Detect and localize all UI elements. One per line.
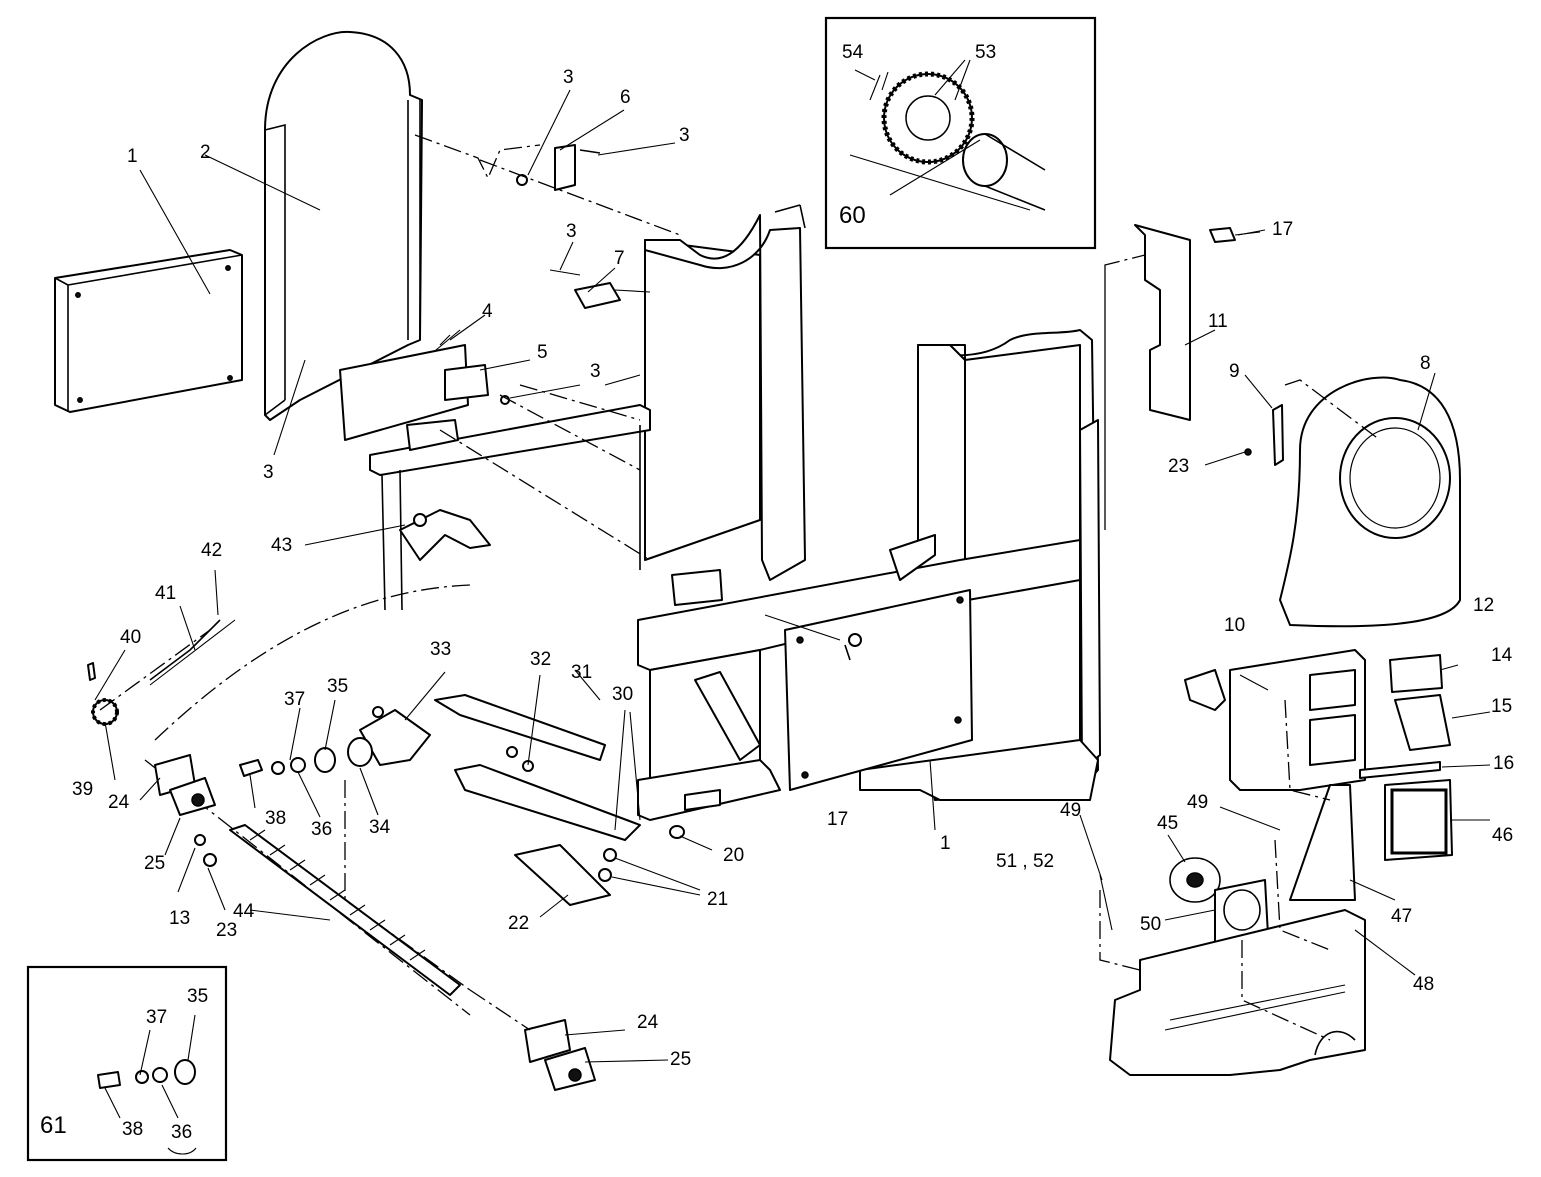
label-part-44: 44 bbox=[233, 901, 255, 922]
label-part-51-52: 51 , 52 bbox=[996, 851, 1055, 872]
label-part-38: 38 bbox=[265, 808, 287, 829]
label-part-25: 25 bbox=[144, 853, 166, 874]
clip-9 bbox=[1204, 404, 1284, 466]
label-part-3: 3 bbox=[679, 125, 690, 146]
cover-2 bbox=[204, 30, 423, 421]
label-part-38: 38 bbox=[122, 1119, 144, 1140]
label-part-31: 31 bbox=[571, 662, 593, 683]
label-part-14: 14 bbox=[1491, 645, 1513, 666]
panel-1 bbox=[54, 169, 243, 413]
label-part-40: 40 bbox=[120, 627, 142, 648]
parts-30-22 bbox=[434, 694, 685, 906]
label-part-12: 12 bbox=[1473, 595, 1495, 616]
parts-45-50 bbox=[1169, 857, 1269, 943]
hinge-7 bbox=[549, 269, 651, 309]
label-part-54: 54 bbox=[842, 42, 864, 63]
label-part-17: 17 bbox=[827, 809, 849, 830]
label-part-53: 53 bbox=[975, 42, 997, 63]
label-part-21: 21 bbox=[707, 889, 729, 910]
panel-47 bbox=[1289, 784, 1356, 901]
label-part-24: 24 bbox=[108, 792, 130, 813]
nuts-13-23 bbox=[194, 834, 217, 867]
label-part-32: 32 bbox=[530, 649, 552, 670]
label-part-16: 16 bbox=[1493, 753, 1515, 774]
label-part-47: 47 bbox=[1391, 906, 1413, 927]
label-part-3: 3 bbox=[590, 361, 601, 382]
label-part-9: 9 bbox=[1229, 361, 1240, 382]
label-part-23: 23 bbox=[216, 920, 238, 941]
plate-11 bbox=[1134, 224, 1191, 421]
inset-60 bbox=[824, 16, 1097, 250]
label-part-15: 15 bbox=[1491, 696, 1513, 717]
label-part-39: 39 bbox=[72, 779, 94, 800]
bracket-43 bbox=[304, 509, 491, 561]
bearing-24-25-right bbox=[524, 1019, 596, 1091]
label-part-37: 37 bbox=[146, 1007, 168, 1028]
chain-39-42 bbox=[87, 619, 236, 726]
hinge-6 bbox=[516, 144, 601, 191]
parts-33-34 bbox=[347, 706, 431, 767]
label-part-20: 20 bbox=[723, 845, 745, 866]
label-part-35: 35 bbox=[187, 986, 209, 1007]
label-part-24: 24 bbox=[637, 1012, 659, 1033]
label-part-1: 1 bbox=[127, 146, 138, 167]
label-part-36: 36 bbox=[171, 1122, 193, 1143]
leader-lines bbox=[94, 89, 1491, 1119]
label-part-43: 43 bbox=[271, 535, 293, 556]
label-part-45: 45 bbox=[1157, 813, 1179, 834]
label-part-34: 34 bbox=[369, 817, 391, 838]
label-part-48: 48 bbox=[1413, 974, 1435, 995]
assembly-lines bbox=[154, 134, 1381, 1041]
label-part-50: 50 bbox=[1140, 914, 1162, 935]
bracket-4-5 bbox=[339, 334, 581, 441]
label-part-41: 41 bbox=[155, 583, 177, 604]
label-part-42: 42 bbox=[201, 540, 223, 561]
label-part-22: 22 bbox=[508, 913, 530, 934]
label-part-37: 37 bbox=[284, 689, 306, 710]
label-part-3: 3 bbox=[263, 462, 274, 483]
label-part-4: 4 bbox=[482, 301, 493, 322]
label-part-5: 5 bbox=[537, 342, 548, 363]
label-part-23: 23 bbox=[1168, 456, 1190, 477]
label-part-35: 35 bbox=[327, 676, 349, 697]
main-frame bbox=[369, 204, 1101, 821]
parts-35-38 bbox=[239, 747, 336, 777]
label-part-3: 3 bbox=[566, 221, 577, 242]
label-part-61: 61 bbox=[40, 1112, 67, 1139]
label-part-33: 33 bbox=[430, 639, 452, 660]
parts-12-16 bbox=[1359, 654, 1453, 861]
label-part-11: 11 bbox=[1208, 311, 1228, 332]
label-part-49: 49 bbox=[1187, 792, 1209, 813]
label-part-30: 30 bbox=[612, 684, 634, 705]
label-part-13: 13 bbox=[169, 908, 191, 929]
label-part-10: 10 bbox=[1224, 615, 1246, 636]
label-part-7: 7 bbox=[614, 248, 625, 269]
inset-61 bbox=[26, 965, 228, 1162]
label-part-8: 8 bbox=[1420, 353, 1431, 374]
label-part-3: 3 bbox=[563, 67, 574, 88]
panel-10 bbox=[1184, 649, 1366, 791]
label-part-1: 1 bbox=[940, 833, 951, 854]
label-part-49: 49 bbox=[1060, 800, 1082, 821]
bearing-24-25-left bbox=[154, 754, 216, 816]
screw-17 bbox=[764, 227, 1261, 661]
panel-1-right bbox=[784, 589, 973, 831]
housing-8 bbox=[1279, 376, 1461, 628]
label-part-36: 36 bbox=[311, 819, 333, 840]
label-part-6: 6 bbox=[620, 87, 631, 108]
duct-48 bbox=[1109, 909, 1366, 1076]
label-part-60: 60 bbox=[839, 202, 866, 229]
label-part-17: 17 bbox=[1272, 219, 1294, 240]
label-part-46: 46 bbox=[1492, 825, 1514, 846]
label-part-2: 2 bbox=[200, 142, 211, 163]
label-part-25: 25 bbox=[670, 1049, 692, 1070]
